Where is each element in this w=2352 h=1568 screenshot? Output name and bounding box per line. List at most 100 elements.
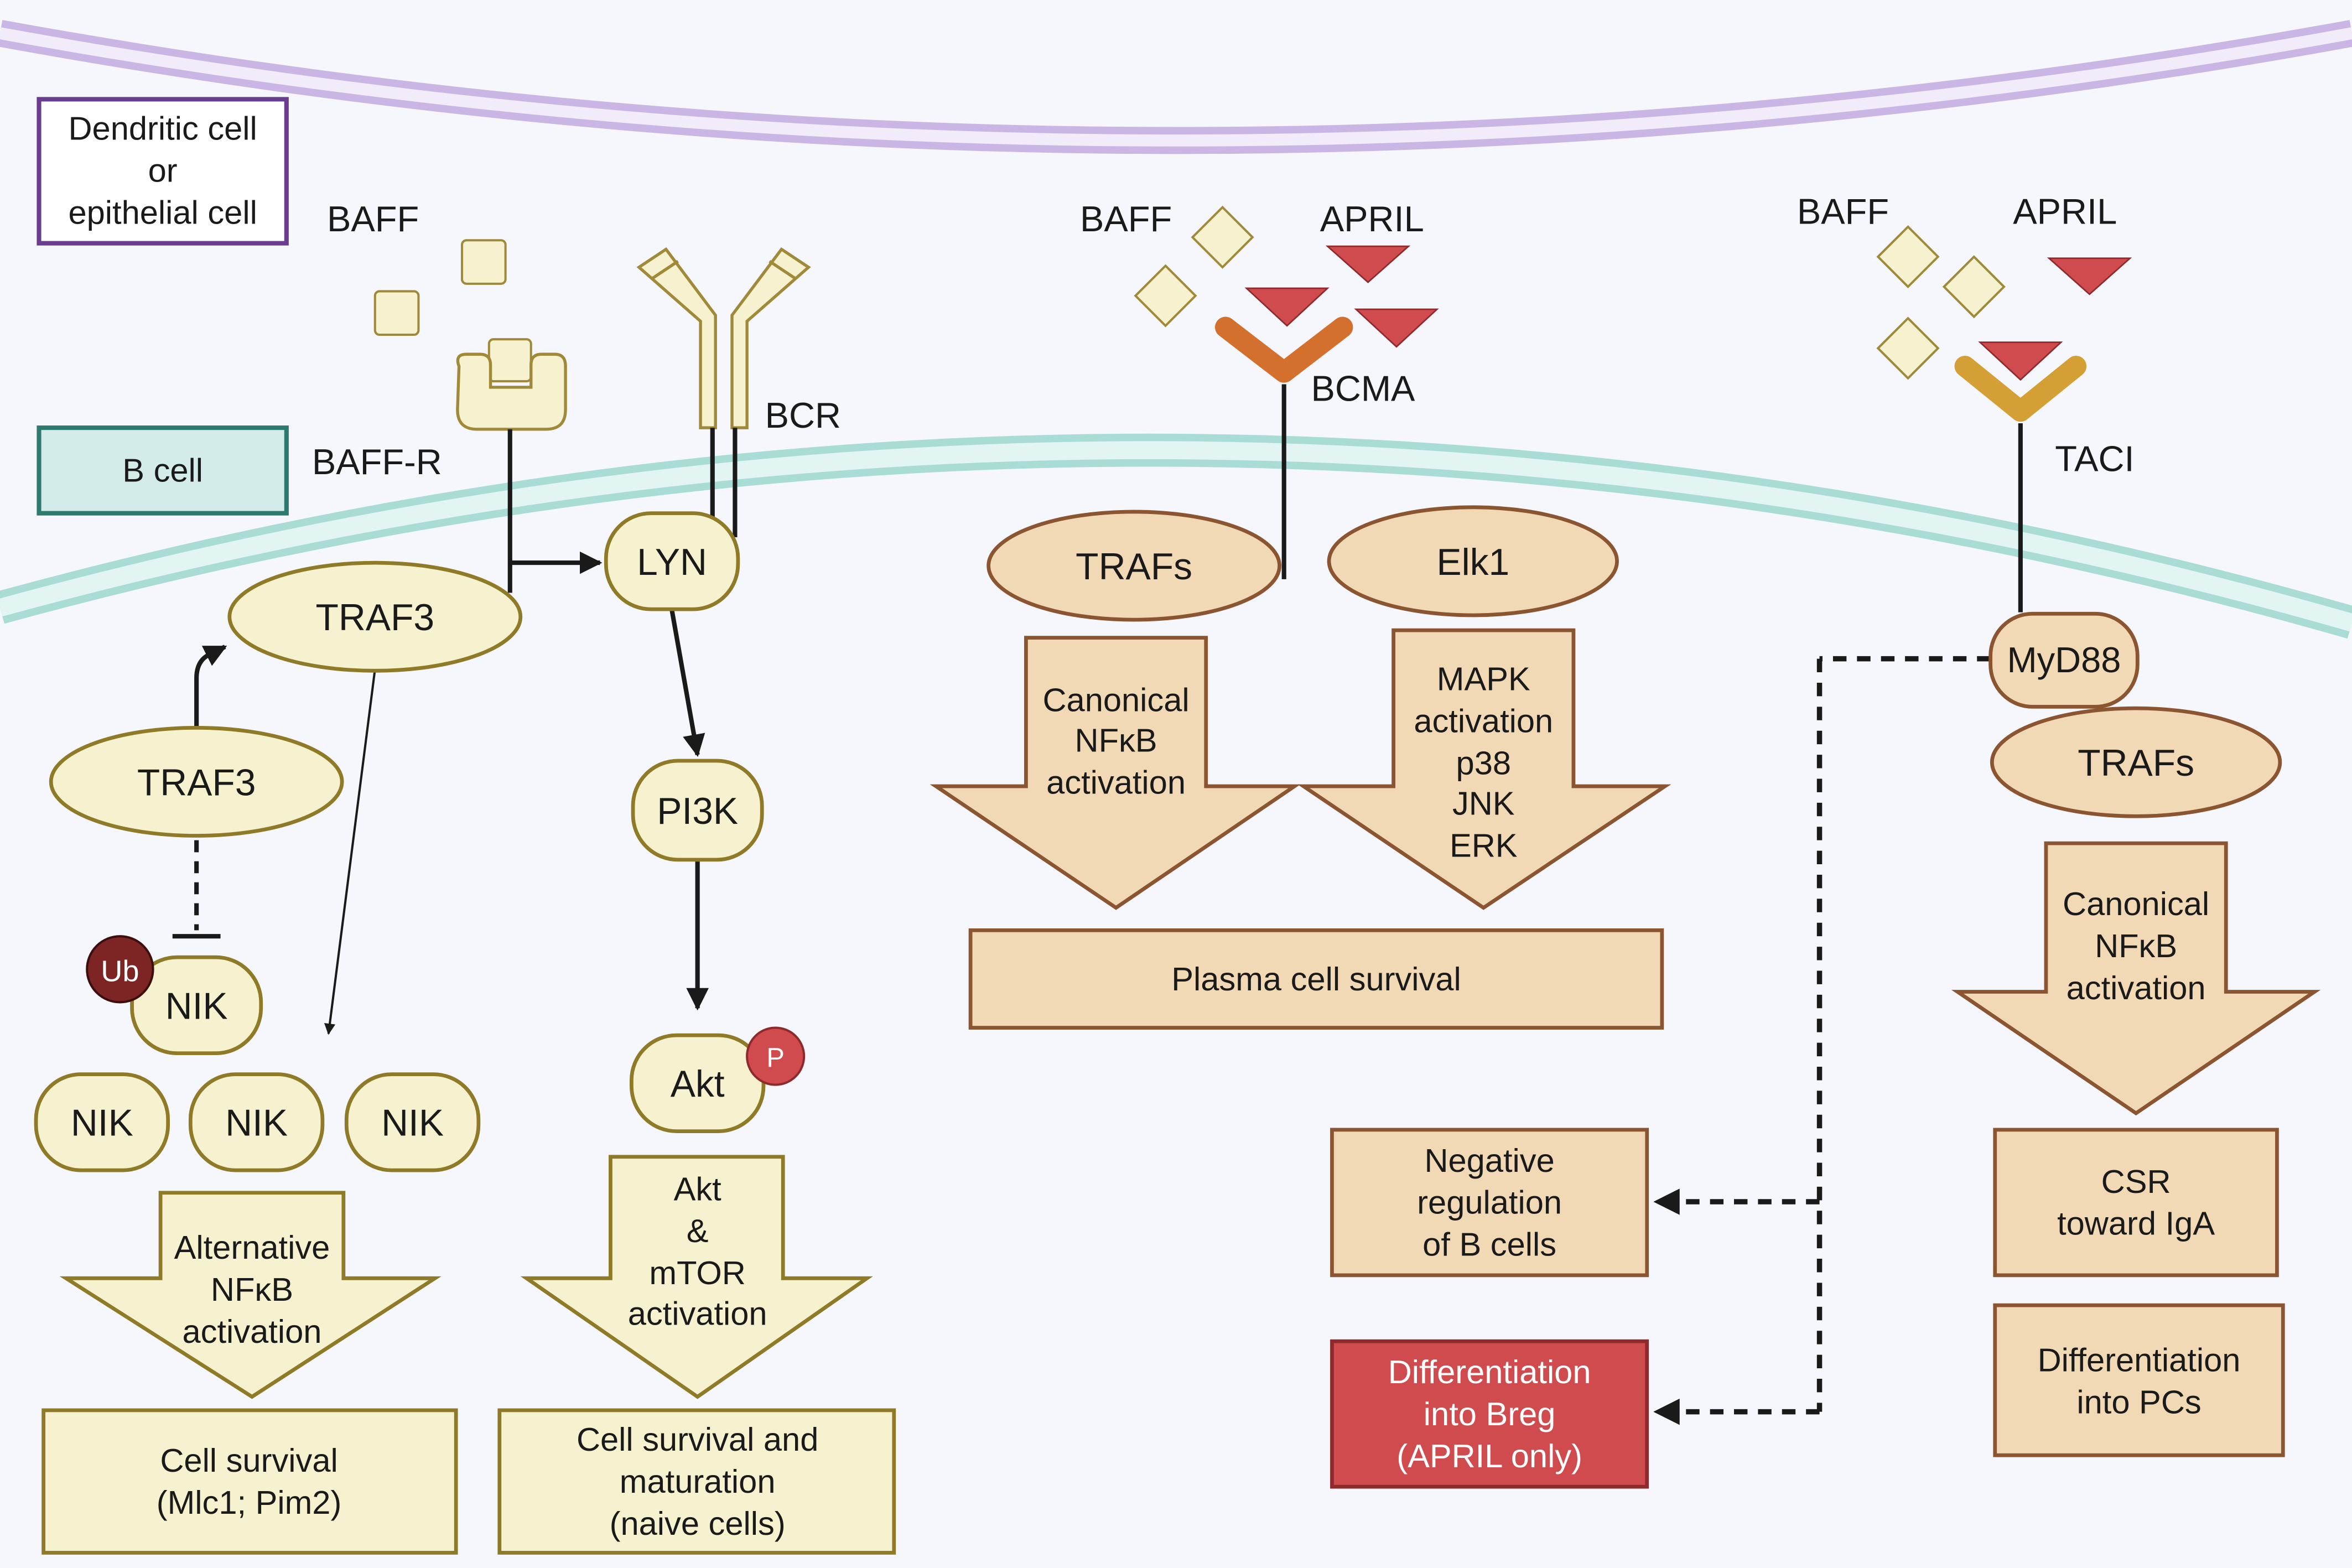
trafs-mid: TRAFs — [987, 510, 1281, 622]
dendritic-line-1: Dendritic cell — [68, 110, 257, 147]
baff-r-receptor — [456, 352, 567, 593]
bcma-label: BCMA — [1311, 368, 1415, 408]
svg-text:activation: activation — [628, 1295, 767, 1332]
mapk-arrow: MAPK activation p38 JNK ERK — [1297, 628, 1671, 910]
svg-text:Akt: Akt — [674, 1170, 722, 1207]
april-label-mid: APRIL — [1320, 199, 1424, 239]
svg-text:P: P — [766, 1043, 785, 1073]
nik-node-1: NIK — [34, 1072, 170, 1172]
baff-ligand-diamonds — [1134, 205, 2006, 380]
plasma-cell-survival-box: Plasma cell survival — [968, 928, 1664, 1030]
dendritic-cell-label: Dendritic cell or epithelial cell — [37, 97, 289, 246]
svg-text:PI3K: PI3K — [657, 791, 738, 832]
svg-text:CSR: CSR — [2101, 1163, 2171, 1200]
nik-ub-node: NIK — [130, 955, 263, 1056]
bcma-receptor — [1214, 316, 1353, 579]
traf3-low: TRAF3 — [49, 725, 344, 838]
phosphate-badge: P — [746, 1026, 806, 1086]
connectors — [172, 551, 709, 1035]
dc-membrane — [0, 20, 2352, 154]
baff-ligand-squares-left — [373, 239, 532, 383]
svg-text:Differentiation: Differentiation — [1388, 1353, 1591, 1390]
nik-node-3: NIK — [344, 1072, 481, 1172]
negative-regulation-box: Negative regulation of B cells — [1330, 1128, 1649, 1278]
svg-text:Alternative: Alternative — [174, 1229, 330, 1266]
akt-node: Akt — [629, 1033, 766, 1134]
akt-mtor-arrow: Akt & mTOR activation — [520, 1155, 873, 1399]
svg-text:NFκB: NFκB — [1075, 722, 1157, 759]
taci-label: TACI — [2055, 439, 2134, 479]
svg-text:Plasma cell survival: Plasma cell survival — [1171, 960, 1461, 998]
b-cell-label: B cell — [37, 425, 289, 516]
svg-text:NFκB: NFκB — [2095, 927, 2177, 964]
april-ligand-triangles — [1244, 245, 2132, 381]
svg-text:TRAFs: TRAFs — [1076, 546, 1192, 588]
taci-receptor — [1954, 355, 2087, 612]
svg-text:MAPK: MAPK — [1437, 661, 1530, 698]
dendritic-line-3: epithelial cell — [68, 194, 257, 231]
svg-text:(naive cells): (naive cells) — [610, 1505, 786, 1542]
svg-text:NIK: NIK — [381, 1103, 444, 1144]
svg-text:into Breg: into Breg — [1424, 1395, 1556, 1432]
svg-text:NIK: NIK — [225, 1103, 288, 1144]
bcr-label: BCR — [765, 395, 841, 435]
ubiquitin-badge: Ub — [86, 935, 154, 1004]
svg-text:(APRIL only): (APRIL only) — [1396, 1437, 1582, 1474]
svg-text:Canonical: Canonical — [2063, 885, 2209, 922]
svg-text:mTOR: mTOR — [649, 1254, 745, 1291]
csr-iga-box: CSR toward IgA — [1993, 1128, 2279, 1278]
svg-text:Canonical: Canonical — [1042, 682, 1189, 719]
svg-text:NIK: NIK — [165, 985, 228, 1027]
dendritic-line-2: or — [148, 152, 178, 189]
april-label-right: APRIL — [2013, 191, 2117, 231]
cell-survival-box: Cell survival (Mlc1; Pim2) — [41, 1408, 458, 1555]
svg-text:of B cells: of B cells — [1422, 1226, 1556, 1263]
svg-text:maturation: maturation — [620, 1463, 776, 1500]
svg-text:MyD88: MyD88 — [2007, 640, 2121, 680]
nik-node-2: NIK — [188, 1072, 325, 1172]
svg-text:Negative: Negative — [1424, 1142, 1554, 1179]
svg-text:Ub: Ub — [101, 955, 139, 988]
baff-label-mid: BAFF — [1080, 199, 1172, 239]
svg-text:Cell survival: Cell survival — [160, 1442, 338, 1479]
svg-text:TRAFs: TRAFs — [2078, 743, 2194, 784]
svg-text:activation: activation — [183, 1313, 322, 1350]
svg-text:Differentiation: Differentiation — [2038, 1341, 2241, 1378]
svg-text:TRAF3: TRAF3 — [137, 762, 256, 803]
breg-differentiation-box: Differentiation into Breg (APRIL only) — [1330, 1339, 1649, 1489]
myd88-node: MyD88 — [1988, 611, 2140, 709]
svg-text:TRAF3: TRAF3 — [315, 597, 434, 638]
svg-text:ERK: ERK — [1450, 827, 1518, 864]
baff-r-label: BAFF-R — [312, 442, 442, 482]
cell-survival-maturation-box: Cell survival and maturation (naive cell… — [497, 1408, 896, 1555]
svg-text:activation: activation — [2067, 969, 2206, 1006]
svg-text:Akt: Akt — [671, 1063, 725, 1105]
svg-text:(Mlc1; Pim2): (Mlc1; Pim2) — [157, 1484, 342, 1521]
canonical-nfkb-arrow-mid: Canonical NFκB activation — [930, 636, 1301, 910]
baff-label-right: BAFF — [1797, 191, 1889, 231]
svg-text:NFκB: NFκB — [211, 1271, 293, 1308]
lyn-node: LYN — [604, 511, 740, 611]
alt-nfkb-arrow: Alternative NFκB activation — [59, 1191, 442, 1399]
svg-text:NIK: NIK — [71, 1103, 133, 1144]
traf3-top: TRAF3 — [227, 560, 523, 673]
elk1-node: Elk1 — [1327, 505, 1619, 617]
pi3k-node: PI3K — [631, 759, 764, 862]
svg-text:&: & — [687, 1212, 709, 1249]
svg-text:p38: p38 — [1456, 744, 1511, 781]
svg-text:activation: activation — [1414, 702, 1553, 739]
canonical-nfkb-arrow-right: Canonical NFκB activation — [1951, 841, 2321, 1116]
svg-text:Cell survival and: Cell survival and — [577, 1421, 818, 1458]
svg-text:JNK: JNK — [1452, 785, 1515, 822]
b-cell-membrane — [0, 433, 2352, 639]
pc-differentiation-box: Differentiation into PCs — [1993, 1303, 2285, 1457]
svg-text:regulation: regulation — [1417, 1184, 1562, 1221]
trafs-right: TRAFs — [1990, 706, 2282, 818]
bcr-receptor — [636, 247, 811, 429]
svg-text:Elk1: Elk1 — [1436, 542, 1509, 583]
baff-label-left: BAFF — [327, 199, 419, 239]
svg-text:into PCs: into PCs — [2076, 1383, 2201, 1420]
svg-text:LYN: LYN — [637, 542, 707, 583]
svg-text:B cell: B cell — [122, 452, 203, 489]
